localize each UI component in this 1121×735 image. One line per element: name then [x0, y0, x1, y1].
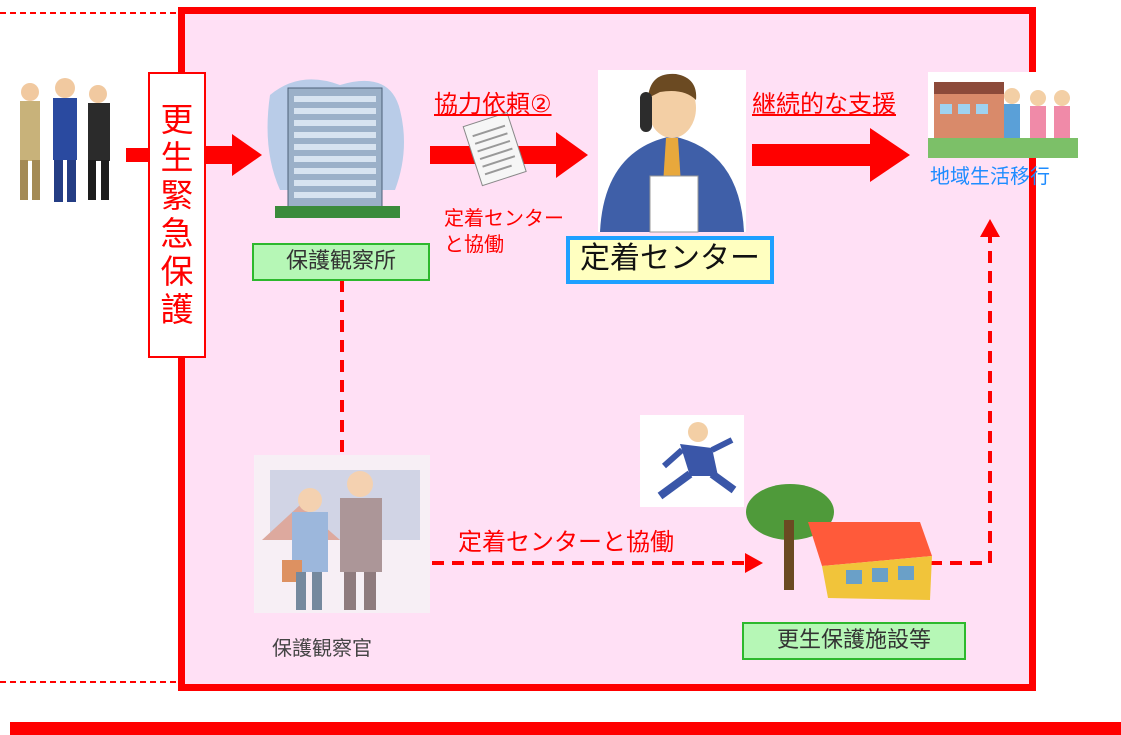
arrow-left-stub [126, 148, 150, 162]
probation-office-label: 保護観察所 [252, 243, 430, 281]
handshake-people-illustration [8, 68, 122, 208]
continuous-support-label: 継続的な支援 [752, 90, 896, 118]
arrowhead-transition [980, 219, 1000, 237]
document-illustration [462, 111, 527, 187]
dashed-guide-top [0, 12, 176, 14]
facility-illustration [746, 484, 932, 600]
dashed-facility-to-transition [930, 235, 992, 565]
cooperation-request-label: 協力依頼② [434, 90, 552, 118]
collaborate-small-label: 定着センター と協働 [444, 205, 564, 257]
emergency-char-6: 護 [160, 290, 194, 329]
arrow-center-to-transition [752, 128, 910, 182]
collaborate-small-line-2: と協働 [444, 232, 504, 256]
emergency-char-4: 急 [160, 214, 194, 253]
running-man-illustration [640, 415, 744, 507]
community-care-illustration [928, 72, 1078, 158]
dashed-guide-bottom [0, 681, 176, 683]
man-on-phone-illustration [598, 70, 746, 233]
community-transition-label: 地域生活移行 [930, 164, 1050, 188]
office-building-illustration [267, 79, 404, 218]
rehab-facility-label: 更生保護施設等 [742, 622, 966, 660]
probation-officer-label: 保護観察官 [272, 636, 372, 660]
settlement-center-label: 定着センター [566, 236, 774, 284]
emergency-char-5: 保 [160, 252, 194, 291]
emergency-char-1: 更 [160, 100, 194, 139]
officer-illustration [254, 455, 430, 613]
collaborate-small-line-1: 定着センター [444, 206, 564, 230]
emergency-char-2: 生 [160, 138, 194, 177]
emergency-protection-box: 更 生 緊 急 保 護 [148, 72, 206, 358]
arrow-to-office [204, 134, 262, 176]
arrowhead-facility [745, 553, 763, 573]
bottom-red-bar [10, 722, 1121, 735]
emergency-char-3: 緊 [160, 176, 194, 215]
collaborate-long-label: 定着センターと協働 [458, 528, 674, 556]
